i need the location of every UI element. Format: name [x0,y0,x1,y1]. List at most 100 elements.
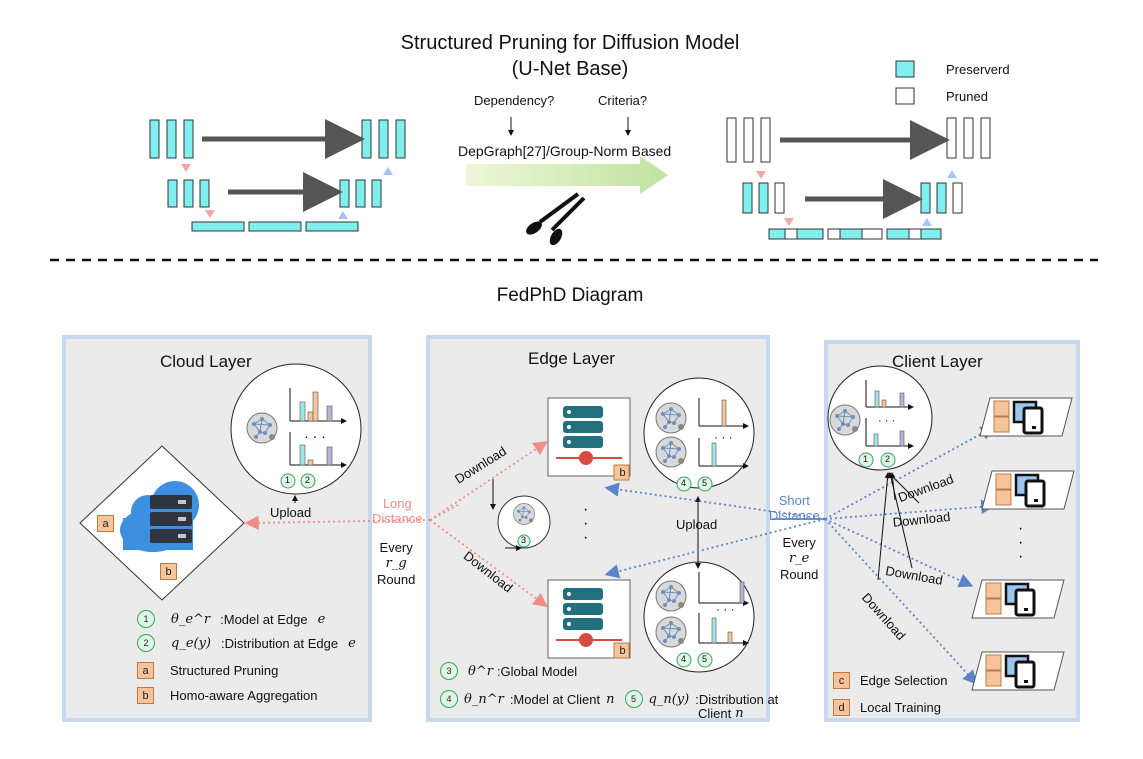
client-legend-d: d Local Training [833,699,941,716]
diagram-title: FedPhD Diagram [496,285,644,306]
edge-layer-title: Edge Layer [528,349,615,368]
short-distance-label: Short Distance [769,493,820,523]
cloud-layer-title: Cloud Layer [160,352,252,371]
unet-pruning-figure [50,60,1098,262]
svg-text:·: · [583,501,588,518]
client-var-n-2: n [735,706,744,721]
edge-badge-b-bottom: b [619,644,626,657]
edge-legend-3: 3 θ^r :Global Model [440,662,577,680]
svg-text:· · ·: · · · [878,415,895,427]
every-label-1: Every [379,540,413,555]
theta-r: θ^r [468,663,493,679]
edge-upload-label: Upload [676,517,718,532]
long-distance-line1: Long [382,496,412,511]
q-e-y: q_e(y) [171,635,212,651]
every-rg-round: Every r_g Round [377,540,415,588]
legend-preserved-label: Preserverd [946,62,1010,77]
edge-mark-3: 3 [521,535,527,545]
edge-selection-text: Edge Selection [860,673,948,688]
legend-pruned-label: Pruned [946,89,988,104]
rg-var: r_g [385,556,407,571]
cloud-mark-2: 2 [305,475,311,485]
edge-var-e: e [317,611,326,627]
round-label-1: Round [377,572,416,587]
method-label: DepGraph[27]/Group-Norm Based [458,143,672,159]
short-distance-line1: Short [778,493,810,508]
cloud-upload-label: Upload [270,505,312,520]
long-distance-label: Long Distance [372,496,423,526]
edge-mark-4-top: 4 [681,478,687,488]
legend-pruned-swatch [895,87,915,105]
client-device-4 [970,650,1066,692]
pruning-title: Structured Pruning for Diffusion Model (… [300,30,840,82]
global-model-circle [497,495,551,549]
distribution-at-edge-text: :Distribution at Edge [221,635,339,651]
edge-var-e-2: e [348,635,356,651]
legend-mark-4: 4 [440,690,458,708]
cloud-legend-a: a Structured Pruning [137,662,278,679]
badge-a: a [97,515,114,532]
svg-text:·: · [1018,548,1023,565]
svg-text:·: · [1018,534,1023,551]
client-var-n: n [606,691,615,707]
cloud-legend-b: b Homo-aware Aggregation [137,687,317,704]
legend-preserved-swatch [895,60,915,78]
edge-mark-5-top: 5 [702,478,708,488]
cloud-mark-1: 1 [285,475,291,485]
legend-badge-c: c [833,672,850,689]
global-model-text: :Global Model [496,663,578,679]
edge-stats-bottom: · · · [643,561,755,673]
legend-mark-3: 3 [440,662,458,680]
q-n-y: q_n(y) [648,691,690,707]
pruning-title-line1: Structured Pruning for Diffusion Model [400,32,740,54]
short-distance-line2: Distance [769,508,820,523]
unet-original-enc1 [149,119,194,159]
client-device-2 [980,469,1076,511]
client-device-3 [970,578,1066,620]
scissors-icon [526,192,586,246]
unet-original [149,119,406,232]
edge-legend-4: 4 θ_n^r :Model at Client n 5 q_n(y) :Dis… [440,690,778,708]
dependency-label: Dependency? [474,93,555,108]
homo-aware-aggregation-text: Homo-aware Aggregation [170,688,318,703]
every-re-round: Every r_e Round [780,535,818,583]
client-device-1 [978,396,1074,438]
round-label-2: Round [780,567,819,582]
edge-stats-top: · · · [643,377,755,492]
legend-mark-1: 1 [137,610,155,628]
client-legend-c: c Edge Selection [833,672,947,689]
model-at-client-text: :Model at Client [509,691,601,707]
re-var: r_e [788,551,810,566]
theta-n-r: θ_n^r [464,691,504,707]
model-at-edge-text: :Model at Edge [220,611,308,627]
edge-mark-4-bottom: 4 [681,654,687,664]
client-text: Client [698,706,732,721]
cloud-diamond [79,445,245,601]
client-mark-1: 1 [863,454,869,464]
svg-text:· · ·: · · · [304,428,326,444]
svg-text:·: · [1018,520,1023,537]
legend-badge-a: a [137,662,154,679]
legend-badge-d: d [833,699,850,716]
cloud-legend-2: 2 q_e(y) :Distribution at Edge e [137,634,356,652]
svg-text:· · ·: · · · [714,430,733,444]
cloud-stats-circle: · · · [230,363,362,495]
long-distance-line2: Distance [372,511,423,526]
pruning-title-line2: (U-Net Base) [511,58,629,80]
client-mark-2: 2 [885,454,891,464]
client-layer-title: Client Layer [892,352,983,371]
svg-text:·: · [583,515,588,532]
theta-e-r: θ_e^r [171,611,211,627]
criteria-label: Criteria? [598,93,648,108]
distribution-at-text: :Distribution at [695,691,779,707]
local-training-text: Local Training [860,700,941,715]
legend-mark-2: 2 [137,634,155,652]
edge-mark-5-bottom: 5 [702,654,708,664]
unet-original-enc2 [167,179,210,208]
legend-badge-b: b [137,687,154,704]
badge-b: b [160,563,177,580]
cloud-legend-1: 1 θ_e^r :Model at Edge e [137,610,325,628]
client-stats-circle: · · · [827,365,933,471]
structured-pruning-text: Structured Pruning [170,663,279,678]
